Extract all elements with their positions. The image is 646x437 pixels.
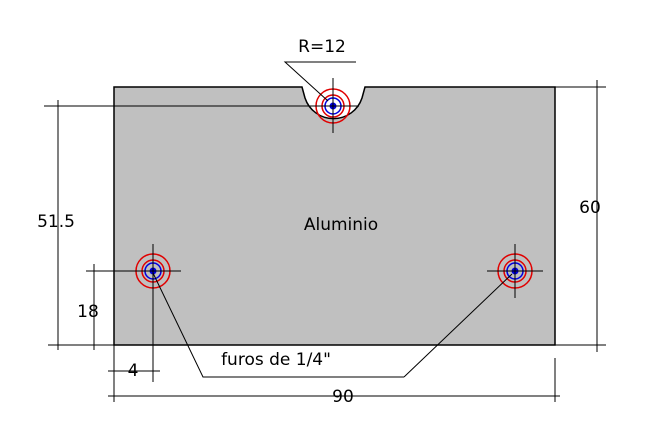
material-label: Aluminio	[304, 215, 378, 235]
width-value: 90	[332, 387, 354, 407]
top-hole-height-value: 51.5	[37, 212, 75, 232]
aluminum-plate	[113, 86, 556, 346]
radius-label: R=12	[298, 37, 346, 57]
bottom-hole-height-value: 18	[77, 302, 99, 322]
holes-leader-right	[403, 273, 513, 378]
radius-leader	[283, 61, 356, 102]
holes-leader-left	[152, 272, 404, 378]
hole-offset-value: 4	[128, 361, 139, 381]
dimension-top-hole-height	[44, 100, 328, 350]
dimension-bottom-hole-height	[86, 264, 150, 350]
dimension-hole-offset	[108, 290, 160, 382]
height-value: 60	[579, 198, 601, 218]
dimension-width	[108, 345, 560, 402]
holes-label: furos de 1/4"	[221, 350, 331, 370]
dimension-height	[555, 80, 606, 352]
bottom-right-hole	[487, 244, 543, 298]
